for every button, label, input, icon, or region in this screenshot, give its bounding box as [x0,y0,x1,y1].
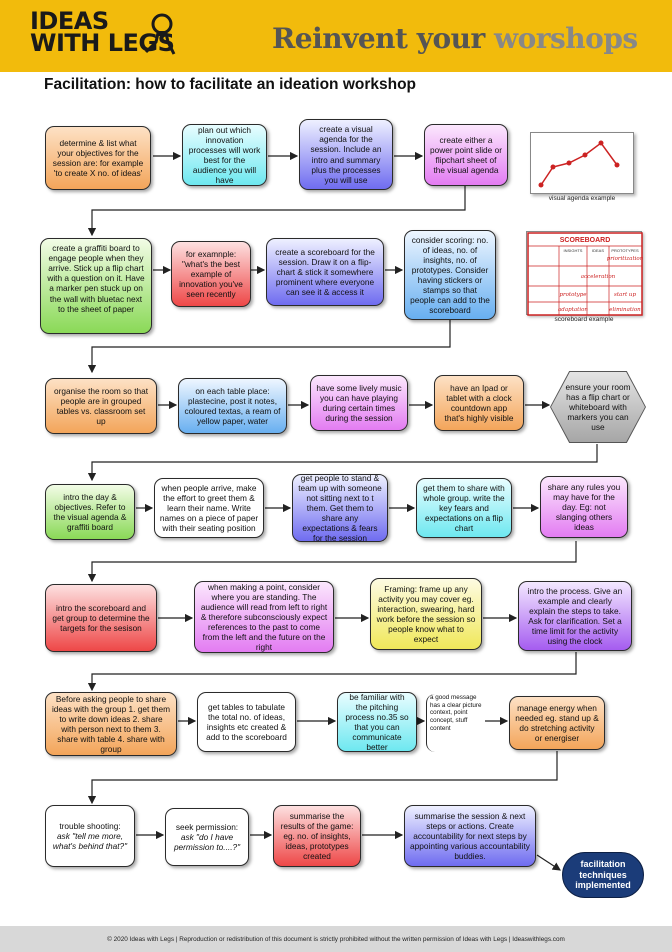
step-table-supplies: on each table place: plastecine, post it… [178,378,287,434]
step-tabulate: get tables to tabulate the total no. of … [197,692,296,752]
step-manage-energy: manage energy when needed eg. stand up &… [509,696,605,750]
trouble-shooting-label: trouble shooting: [59,820,121,831]
step-intro-process: intro the process. Give an example and c… [518,581,632,651]
step-seek-permission: seek permission:ask "do I have permissio… [165,808,249,866]
step-pitching-process: be familiar with the pitching process no… [337,692,417,752]
step-list-objectives: determine & list what your objectives fo… [45,126,151,190]
arrow-row3-row4 [87,444,598,482]
step-intro-day: intro the day & objectives. Refer to the… [45,484,135,540]
diagram-subtitle: Facilitation: how to facilitate an ideat… [44,76,417,93]
scoreboard-sketch: SCOREBOARD INSIGHTS IDEAS PROTOTYPES pri… [527,232,644,316]
step-greet-people: when people arrive, make the effort to g… [154,478,264,538]
step-lively-music: have some lively music you can have play… [310,375,408,431]
sb-note-elimination: elimination [609,307,641,313]
trouble-shooting-question: ask "tell me more, what's behind that?" [52,830,128,852]
sb-col-prototypes: PROTOTYPES [611,248,639,253]
flip-chart-text: ensure your room has a flip chart or whi… [551,372,645,442]
agenda-caption: visual agenda example [548,195,616,202]
step-intro-scoreboard: intro the scoreboard and get group to de… [45,584,157,652]
visual-agenda-example-image [530,132,634,194]
step-graffiti-board: create a graffiti board to engage people… [40,238,152,334]
sb-col-insights: INSIGHTS [564,248,583,253]
seek-permission-label: seek permission: [175,821,239,832]
step-flip-chart-hexagon: ensure your room has a flip chart or whi… [550,371,646,443]
step-team-up: get people to stand & team up with someo… [292,474,388,542]
step-share-rules: share any rules you may have for the day… [540,476,628,538]
step-agenda-slide: create either a power point slide or fli… [424,124,508,186]
arrow-row2-row3 [87,320,451,374]
graffiti-board-text: create a graffiti board to engage people… [47,243,145,314]
step-summarise-results: summarise the results of the game: eg. n… [273,805,361,867]
scoreboard-heading: SCOREBOARD [560,237,611,244]
step-plan-processes: plan out which innovation processes will… [182,124,267,186]
step-organise-room: organise the room so that people are in … [45,378,157,434]
arrow-31-final [536,854,562,871]
title-accent: worshops [494,22,638,55]
step-summarise-session: summarise the session & next steps or ac… [404,805,536,867]
step-countdown-app: have an Ipad or tablet with a clock coun… [434,375,524,431]
agenda-sketch [538,140,620,188]
arrow-row5-row6 [87,652,577,692]
arrow-row6-row7 [87,751,558,805]
arrow-row1-row2 [87,186,466,237]
note-good-message: a good message has a clear picture conte… [426,694,484,752]
sb-note-adaptation: adaptation [558,307,588,313]
step-share-group: get them to share with whole group. writ… [416,478,512,538]
sb-note-start-up: start up [614,292,636,298]
step-framing: Framing: frame up any activity you may c… [370,578,482,650]
step-share-ideas: Before asking people to share ideas with… [45,692,177,756]
step-visual-agenda: create a visual agenda for the session. … [299,119,393,190]
scoreboard-example-image: SCOREBOARD INSIGHTS IDEAS PROTOTYPES pri… [526,231,644,316]
sb-note-prioritization: prioritization [607,256,643,262]
seek-permission-question: ask "do I have permission to....?" [173,831,241,853]
sb-col-ideas: IDEAS [592,248,604,253]
step-graffiti-example: for examnple: "what's the best example o… [171,241,251,307]
step-trouble-shooting: trouble shooting:ask "tell me more, what… [45,805,135,867]
sb-note-acceleration: acceleration [581,274,616,280]
page-title: Reinvent your worshops [272,22,638,55]
step-scoring: consider scoring: no. of ideas, no. of i… [404,230,496,320]
final-outcome-badge: facilitation techniques implemented [562,852,644,898]
step-scoreboard: create a scoreboard for the session. Dra… [266,238,384,306]
scoreboard-caption: scoreboard example [554,316,614,323]
lightbulb-legs-icon [144,13,176,55]
title-main: Reinvent your [272,22,495,55]
sb-note-prototype: prototype [559,292,587,298]
footer-copyright: © 2020 Ideas with Legs | Reproduction or… [0,926,672,952]
step-point-position: when making a point, consider where you … [194,581,334,653]
arrow-row4-row5 [87,541,577,583]
